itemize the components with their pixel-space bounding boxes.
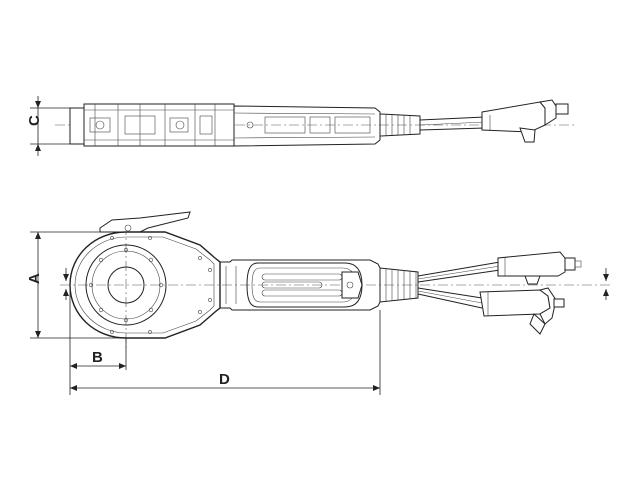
side-handle-body xyxy=(233,105,381,147)
dimension-a: A xyxy=(26,231,120,339)
side-head-front xyxy=(69,107,85,145)
side-view: C xyxy=(26,96,575,156)
dimension-a-label: A xyxy=(26,273,43,284)
dimension-d-label: D xyxy=(219,371,230,388)
side-connector-plug xyxy=(481,101,546,133)
cables xyxy=(417,261,501,309)
head-outline xyxy=(69,231,221,339)
dimension-b: B xyxy=(69,290,127,395)
upper-connector xyxy=(497,251,566,277)
dimension-b-label: B xyxy=(92,349,103,366)
plan-view: A B D xyxy=(26,211,610,395)
dimension-d: D xyxy=(70,310,381,395)
handle-grip xyxy=(246,262,363,308)
dimension-c-label: C xyxy=(26,115,43,126)
clamp-lever xyxy=(99,211,191,233)
dimension-c: C xyxy=(26,96,70,156)
handle-housing xyxy=(220,259,381,311)
head-bolt-holes xyxy=(88,236,212,334)
strain-relief xyxy=(379,267,419,303)
trigger-button xyxy=(341,271,363,299)
lower-connector xyxy=(479,289,551,317)
rotor-bore xyxy=(107,266,145,304)
rotor-outer-ring xyxy=(85,244,167,326)
